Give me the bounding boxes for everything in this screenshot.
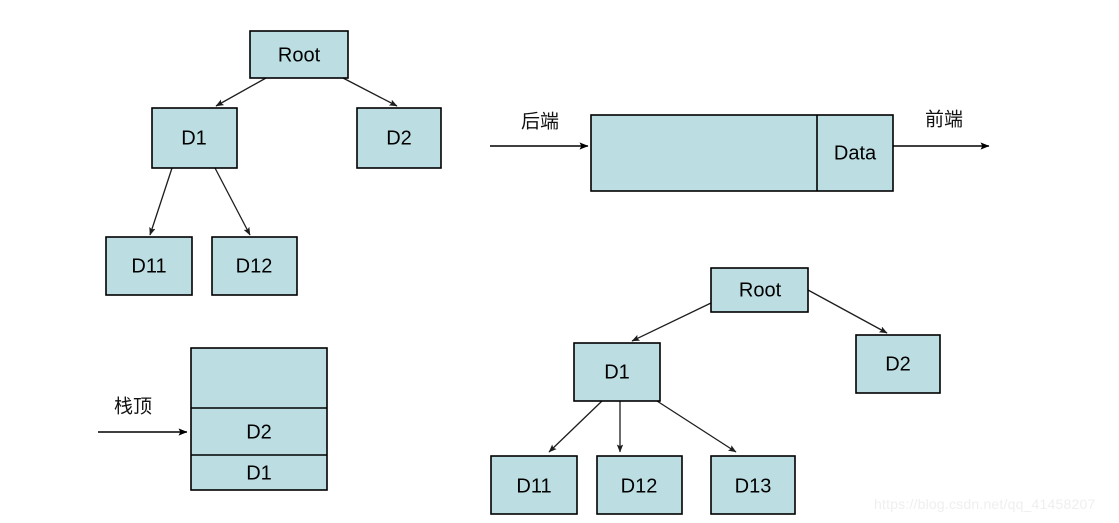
tree1-node-root[interactable]: Root bbox=[249, 30, 349, 79]
panel-tree-bottom-right: Root D1 D2 D11 D12 D13 bbox=[490, 267, 941, 515]
tree1-node-d2[interactable]: D2 bbox=[356, 107, 442, 169]
edge-d1-to-d11 bbox=[149, 167, 173, 236]
buffer-rect bbox=[590, 114, 894, 192]
node-label: D13 bbox=[735, 475, 772, 497]
panel-buffer-top-right: 后端 前端 Data bbox=[490, 109, 990, 192]
panel-stack-bottom-left: 栈顶 D2 D1 bbox=[98, 347, 328, 491]
edge-root-to-d2 bbox=[342, 77, 398, 107]
buffer-box[interactable]: Data bbox=[590, 114, 894, 192]
panel-tree-top-left: Root D1 D2 D11 D12 bbox=[105, 30, 442, 296]
node-label: D1 bbox=[181, 127, 207, 149]
tree1-node-d1[interactable]: D1 bbox=[151, 107, 238, 169]
tree2-node-d2[interactable]: D2 bbox=[855, 334, 941, 394]
node-box bbox=[249, 30, 349, 79]
node-label: D11 bbox=[131, 255, 166, 277]
tree2-node-d11[interactable]: D11 bbox=[490, 455, 578, 515]
stack-box[interactable]: D2 D1 bbox=[190, 347, 328, 491]
node-label: Root bbox=[739, 279, 782, 301]
node-box bbox=[151, 107, 238, 169]
edge-root-to-d1 bbox=[215, 77, 267, 107]
node-box bbox=[596, 455, 683, 515]
backend-label: 后端 bbox=[521, 111, 559, 133]
node-box bbox=[710, 267, 809, 313]
tree2-node-root[interactable]: Root bbox=[710, 267, 809, 313]
node-box bbox=[356, 107, 442, 169]
node-box bbox=[710, 455, 796, 515]
frontend-label: 前端 bbox=[925, 109, 963, 131]
stack-top-label: 栈顶 bbox=[114, 396, 152, 418]
buffer-data-label: Data bbox=[834, 142, 877, 164]
tree2-node-d1[interactable]: D1 bbox=[573, 342, 661, 402]
node-label: D2 bbox=[885, 353, 911, 375]
edge-d1b-to-d11b bbox=[548, 400, 603, 453]
edge-d1-to-d12 bbox=[214, 167, 251, 236]
stack-cell-label-d2: D2 bbox=[246, 421, 272, 443]
node-box bbox=[855, 334, 941, 394]
node-label: D1 bbox=[604, 361, 630, 383]
edge-root2-to-d1b bbox=[631, 302, 712, 342]
tree1-edges bbox=[149, 77, 398, 236]
node-label: D12 bbox=[236, 255, 273, 277]
node-label: D11 bbox=[516, 475, 551, 497]
tree2-node-d13[interactable]: D13 bbox=[710, 455, 796, 515]
node-box bbox=[211, 236, 298, 296]
node-box bbox=[490, 455, 578, 515]
tree1-node-d12[interactable]: D12 bbox=[211, 236, 298, 296]
tree1-node-d11[interactable]: D11 bbox=[105, 236, 193, 296]
stack-rect bbox=[190, 347, 328, 491]
edge-root2-to-d2b bbox=[807, 289, 888, 334]
tree2-edges bbox=[548, 289, 888, 453]
node-box bbox=[573, 342, 661, 402]
tree2-node-d12[interactable]: D12 bbox=[596, 455, 683, 515]
watermark: https://blog.csdn.net/qq_41458207 bbox=[874, 496, 1096, 512]
edge-d1b-to-d13b bbox=[656, 400, 737, 453]
node-label: D2 bbox=[386, 127, 412, 149]
node-label: D12 bbox=[621, 475, 658, 497]
node-label: Root bbox=[278, 44, 321, 66]
stack-cell-label-d1: D1 bbox=[246, 462, 272, 484]
node-box bbox=[105, 236, 193, 296]
